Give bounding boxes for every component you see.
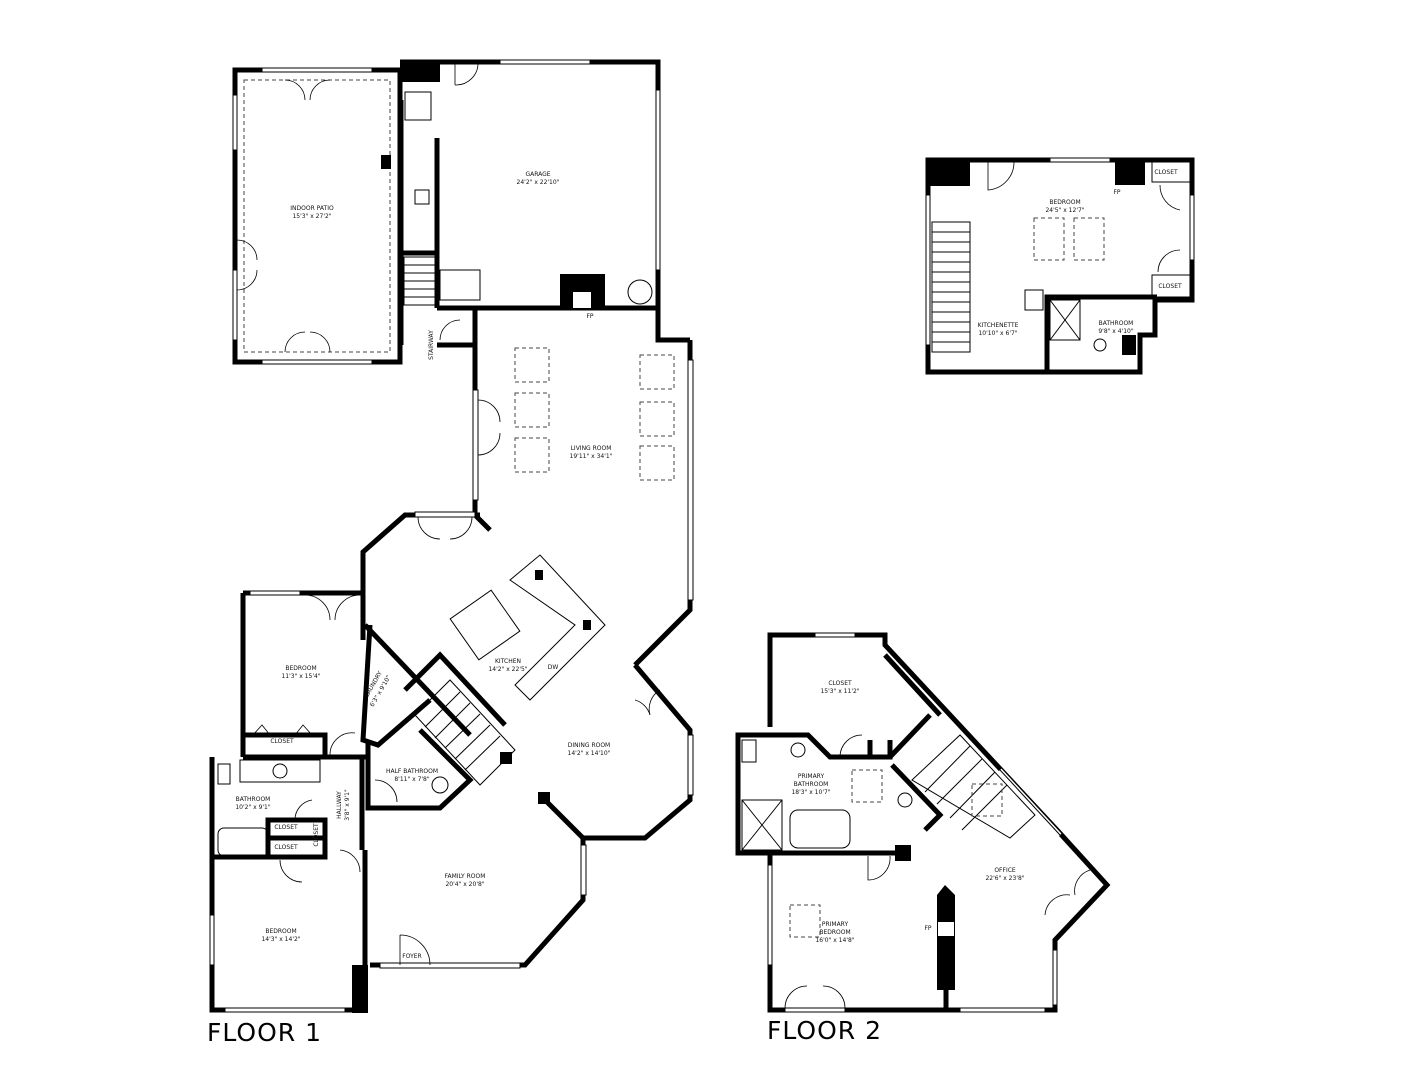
bathtub xyxy=(217,827,269,857)
kitchen-island xyxy=(449,589,521,661)
stairway xyxy=(403,256,437,306)
floor-2-stairs xyxy=(911,734,1036,839)
room-name: GARAGE xyxy=(525,171,550,178)
room-name: HALLWAY xyxy=(336,791,343,819)
room-size: 15'3" x 27'2" xyxy=(292,213,331,220)
room-size: 8'11" x 7'8" xyxy=(394,776,430,783)
floor-1-label: FLOOR 1 xyxy=(207,1018,322,1047)
room-name: OFFICE xyxy=(994,867,1016,874)
room-size: 22'6" x 23'8" xyxy=(985,875,1024,882)
room-name: PRIMARY xyxy=(822,921,849,928)
room-name: FAMILY ROOM xyxy=(445,873,486,880)
interior-stairs xyxy=(414,679,516,786)
room-size: 14'2" x 14'10" xyxy=(568,750,611,757)
fp-tag: FP xyxy=(924,925,931,932)
living-room-furniture xyxy=(514,347,675,481)
fp-tag: FP xyxy=(586,313,593,320)
dw-tag: DW xyxy=(548,664,559,671)
closet-tag: CLOSET xyxy=(274,824,298,831)
room-name-2: BEDROOM xyxy=(819,929,850,936)
room-size: 19'11" x 34'1" xyxy=(570,453,613,460)
kitchen-walls xyxy=(360,512,480,620)
floor-1-plan xyxy=(209,59,694,1013)
fireplace xyxy=(937,885,955,990)
family-room-walls xyxy=(370,838,586,968)
room-size: 14'3" x 14'2" xyxy=(261,936,300,943)
bathtub xyxy=(789,809,851,849)
patio-french-door xyxy=(284,331,331,353)
closet-tag: CLOSET xyxy=(1158,283,1182,290)
patio-side-door xyxy=(236,239,258,291)
room-size: 15'3" x 11'2" xyxy=(820,688,859,695)
room-name: HALF BATHROOM xyxy=(386,768,438,775)
room-name-2: BATHROOM xyxy=(794,781,829,788)
stairway-tag: STAIRWAY xyxy=(428,330,435,360)
room-name: PRIMARY xyxy=(798,773,825,780)
room-size: 24'5" x 12'7" xyxy=(1045,207,1084,214)
room-name: LIVING ROOM xyxy=(571,445,612,452)
room-size: 20'4" x 20'8" xyxy=(445,881,484,888)
room-labels: INDOOR PATIO 15'3" x 27'2" GARAGE 24'2" … xyxy=(235,169,1182,960)
closet-tag: CLOSET xyxy=(274,844,298,851)
room-name: BEDROOM xyxy=(285,665,316,672)
room-name: KITCHENETTE xyxy=(978,322,1019,329)
garage-walls xyxy=(400,59,690,343)
room-size: 18'3" x 10'7" xyxy=(791,789,830,796)
room-name: BATHROOM xyxy=(1099,320,1134,327)
room-size: 10'2" x 9'1" xyxy=(235,804,271,811)
room-size: 16'0" x 14'8" xyxy=(815,937,854,944)
room-size: 9'8" x 4'10" xyxy=(1098,328,1134,335)
closet-tag: CLOSET xyxy=(313,823,320,847)
room-size: 24'2" x 22'10" xyxy=(517,179,560,186)
patio-french-door xyxy=(284,79,331,101)
room-name: DINING ROOM xyxy=(568,742,610,749)
primary-bathroom-walls xyxy=(735,732,905,856)
dining-room-walls xyxy=(543,663,693,841)
fp-tag: FP xyxy=(1113,189,1120,196)
room-name: BATHROOM xyxy=(236,796,271,803)
room-name: BEDROOM xyxy=(1049,199,1080,206)
foyer-tag: FOYER xyxy=(402,953,421,960)
room-size: 10'10" x 6'7" xyxy=(978,330,1017,337)
floor-2-label: FLOOR 2 xyxy=(767,1016,882,1045)
floor-2-plan xyxy=(735,632,1111,1013)
floor-3-plan xyxy=(925,157,1195,375)
room-name: KITCHEN xyxy=(495,658,521,665)
upper-stairs xyxy=(931,221,971,353)
patio-screen-line xyxy=(243,79,391,353)
room-name: CLOSET xyxy=(828,680,852,687)
room-name: BEDROOM xyxy=(265,928,296,935)
kitchen-counter xyxy=(509,554,606,701)
room-name: INDOOR PATIO xyxy=(290,205,334,212)
closet-tag: CLOSET xyxy=(270,738,294,745)
closet-tag: CLOSET xyxy=(1154,169,1178,176)
half-bathroom-walls xyxy=(365,728,474,811)
room-size: 14'2" x 22'5" xyxy=(488,666,527,673)
room-size: 3'8" x 9'1" xyxy=(344,789,351,821)
room-size: 11'3" x 15'4" xyxy=(281,673,320,680)
